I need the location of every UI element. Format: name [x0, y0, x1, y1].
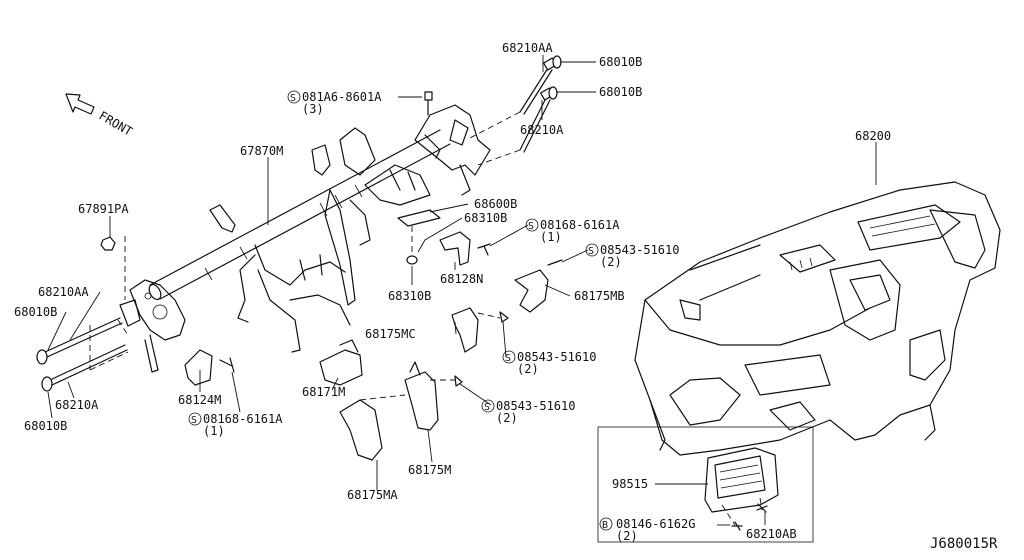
part-qty: (2) [616, 529, 638, 543]
part-label: 68124M [178, 393, 221, 407]
part-label: 68200 [855, 129, 891, 143]
diagram-id: J680015R [930, 536, 998, 552]
part-label: 68010B [599, 55, 642, 69]
passenger-airbag [597, 426, 814, 543]
part-label: 08146-6162G [616, 517, 695, 531]
part-label: 081A6-8601A [302, 90, 382, 104]
part-label: 68171M [302, 385, 345, 399]
part-qty: (3) [302, 102, 324, 116]
cross-car-beam [119, 104, 491, 373]
instrument-panel [634, 181, 1001, 456]
bolt-symbol: B [602, 520, 608, 531]
screw-symbol: S [505, 353, 511, 364]
part-qty: (1) [203, 424, 225, 438]
symbol-circles [188, 90, 613, 531]
top-bolt-group [424, 55, 562, 166]
part-qty: (2) [496, 411, 518, 425]
part-label: 68010B [14, 305, 57, 319]
part-label: 68210AA [502, 41, 553, 55]
part-qty: (1) [540, 230, 562, 244]
part-label: 68010B [599, 85, 642, 99]
part-qty: (2) [517, 362, 539, 376]
part-qty: (2) [600, 255, 622, 269]
left-bolt-group [36, 236, 129, 392]
part-label: 68175MA [347, 488, 398, 502]
part-label: 08543-51610 [600, 243, 679, 257]
part-label: 68210A [55, 398, 99, 412]
part-label: 08543-51610 [517, 350, 596, 364]
part-label: 68310B [464, 211, 507, 225]
screw-symbol: S [588, 246, 594, 257]
part-label: 68010B [24, 419, 67, 433]
center-small-parts [184, 209, 563, 461]
part-label: 68210AA [38, 285, 89, 299]
front-label: FRONT [97, 108, 135, 138]
part-label: 08168-6161A [540, 218, 620, 232]
part-label: 98515 [612, 477, 648, 491]
part-label: 68175MC [365, 327, 416, 341]
part-label: 08543-51610 [496, 399, 575, 413]
part-label: 67891PA [78, 202, 129, 216]
leader-lines [47, 55, 877, 526]
part-label: 68128N [440, 272, 483, 286]
part-label: 68175MB [574, 289, 625, 303]
part-label: 68310B [388, 289, 431, 303]
screw-symbol: S [191, 415, 197, 426]
part-label: 68210A [520, 123, 564, 137]
screw-symbol: S [484, 402, 490, 413]
part-label: 67870M [240, 144, 283, 158]
front-arrow-icon [65, 93, 95, 115]
screw-symbol: S [528, 221, 534, 232]
screw-symbol: S [290, 93, 296, 104]
part-label: 68210AB [746, 527, 797, 541]
part-label: 68175M [408, 463, 451, 477]
part-label: 68600B [474, 197, 517, 211]
part-label: 08168-6161A [203, 412, 283, 426]
